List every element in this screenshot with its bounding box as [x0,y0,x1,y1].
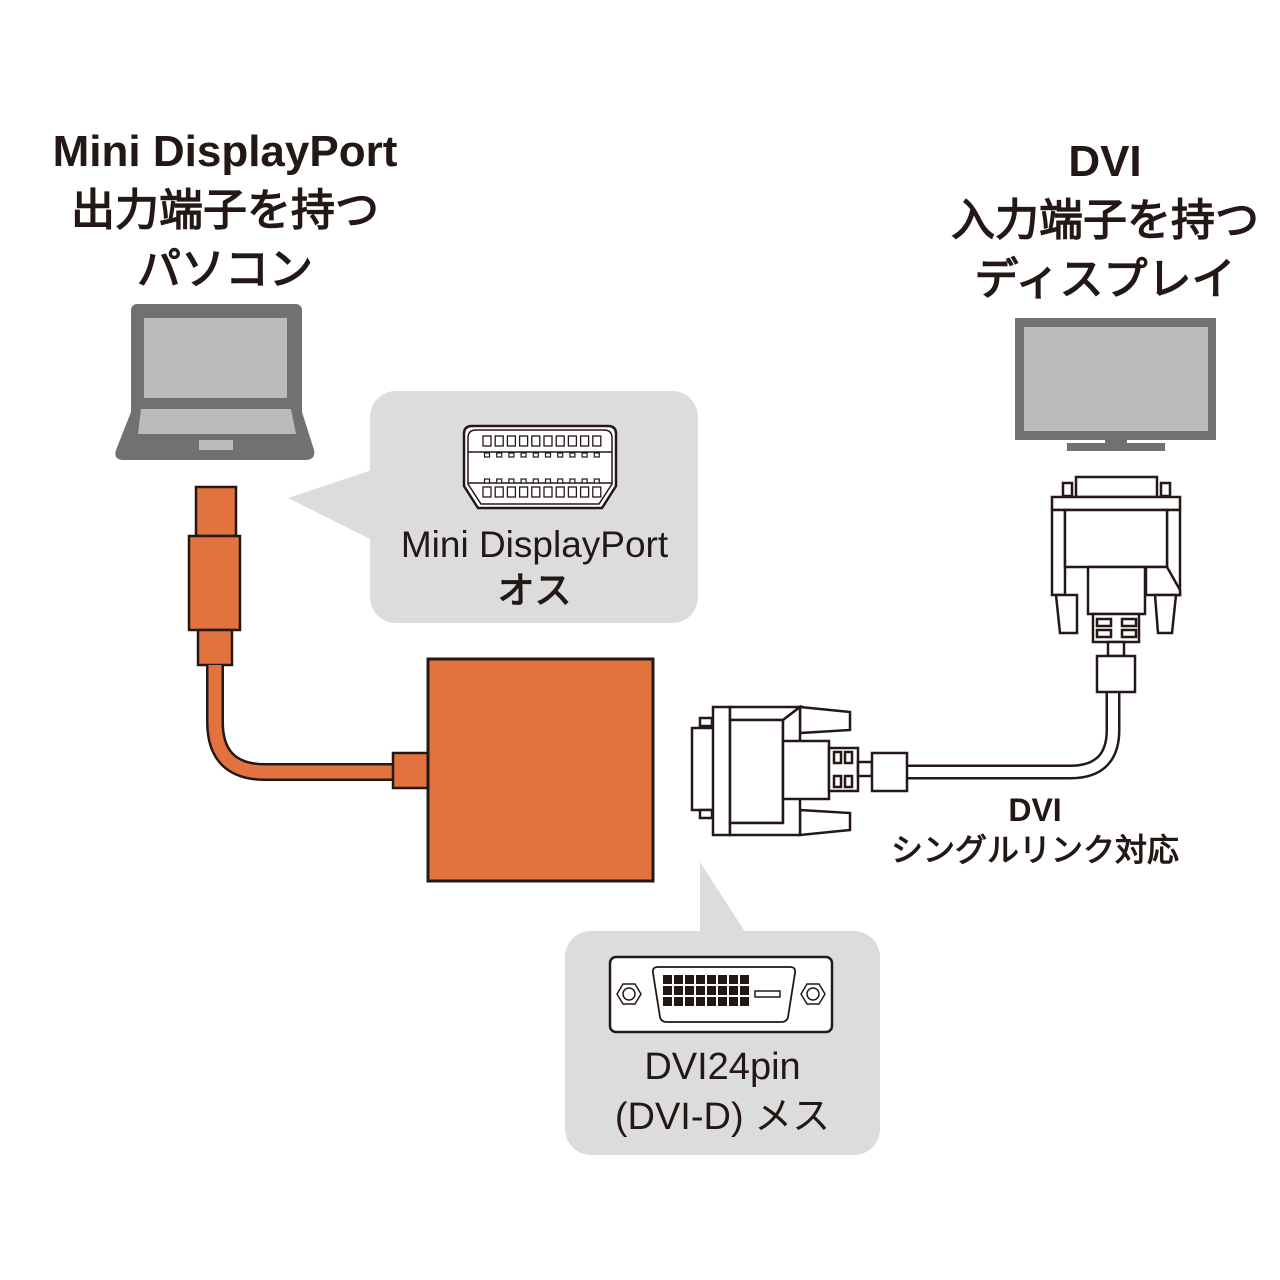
pc-label-line: パソコン [137,245,313,294]
connector-pin [696,997,705,1006]
connector-pin-contact [557,478,564,484]
connector-pin [696,975,705,984]
connector-pin [543,435,553,447]
connector-pin-contact [569,452,576,458]
mini-displayport-connector-icon [462,424,618,510]
connector-pin [518,435,529,447]
connector-pin [707,997,716,1006]
connector-pin [592,486,602,498]
adapter-strain-relief [391,751,431,790]
connector-pin [685,975,694,984]
display-label-line: ディスプレイ [974,255,1236,304]
connector-pin [506,486,517,498]
pc-label-line: 出力端子を持つ [71,186,379,235]
connector-pin [663,975,672,984]
pc-label-line: Mini DisplayPort [52,127,398,176]
callout-pointer [288,470,372,540]
adapter-cable [206,665,396,781]
pc-label: Mini DisplayPort 出力端子を持つ パソコン [0,122,450,299]
connector-pin [579,435,590,447]
mini-displayport-plug [187,485,242,667]
screw-hex-right [800,983,826,1005]
connector-pin-contact [483,478,491,484]
caption-line: オス [497,570,572,611]
dvi-connector-caption: DVI24pin (DVI-D) メス [565,1042,880,1142]
connector-pin [729,975,738,984]
caption-line: DVI [1008,792,1062,828]
connector-pin-contact [496,478,503,484]
connector-pin [718,975,727,984]
connector-pin-contact [508,452,515,458]
dvi-plug-horizontal [690,704,909,837]
laptop-icon [115,304,315,460]
connector-pin-contact [496,452,503,458]
connector-pin [740,986,749,995]
connector-pin [707,975,716,984]
connector-pin [740,997,749,1006]
caption-line: (DVI-D) メス [614,1096,831,1138]
connector-pin-contact [593,478,600,484]
connector-pin [494,435,504,447]
connector-pin [707,986,716,995]
connector-pin [543,486,553,498]
connector-pin [592,435,602,447]
connector-pin [718,986,727,995]
display-label-line: DVI [1068,137,1142,186]
connector-pin [531,486,541,498]
connector-pin [531,435,541,447]
monitor-icon [1015,318,1216,451]
connector-pin [674,997,683,1006]
connector-pin [729,986,738,995]
connector-pin [663,997,672,1006]
connector-pin-contact [520,452,527,458]
display-label-line: 入力端子を持つ [951,196,1259,245]
connector-pin-contact [532,478,539,484]
connector-pin-contact [532,452,539,458]
connector-pin [663,986,672,995]
connector-pin-contact [520,478,527,484]
callout-pointer [700,862,745,932]
display-label: DVI 入力端子を持つ ディスプレイ [930,132,1280,309]
connector-pin [696,986,705,995]
connector-pin [685,986,694,995]
mini-displayport-caption: Mini DisplayPort オス [372,522,697,614]
caption-line: DVI24pin [644,1046,801,1088]
screw-hex-left [616,983,642,1005]
connector-pin [555,435,565,447]
connector-pin [494,486,504,498]
connector-pin [729,997,738,1006]
connector-pin-contact [483,452,491,458]
connector-pin [740,975,749,984]
connector-pin [555,486,565,498]
adapter-body [426,657,655,883]
connector-pin-contact [557,452,564,458]
connector-pin-contact [569,478,576,484]
connector-pin [718,997,727,1006]
connector-pin-contact [581,478,588,484]
connector-pin-contact [593,452,600,458]
connector-pin-contact [581,452,588,458]
connector-pin-contact [508,478,515,484]
connector-pin [482,486,492,498]
connector-pin [506,435,517,447]
connector-pin [567,435,578,447]
caption-line: Mini DisplayPort [400,524,669,565]
dvi-plug-vertical [1050,475,1182,694]
connector-pin [518,486,529,498]
dvi-cable-caption: DVI シングルリンク対応 [870,790,1200,870]
dvi-cable-outline [907,690,1121,780]
connector-pin [685,997,694,1006]
dvi-d-female-connector-icon [608,955,834,1034]
connector-pin [674,975,683,984]
connector-pin [482,435,492,447]
connector-pin [674,986,683,995]
connector-pin-contact [544,478,552,484]
connector-pin [579,486,590,498]
connector-pin-contact [544,452,552,458]
caption-line: シングルリンク対応 [890,832,1179,868]
connector-pin [567,486,578,498]
